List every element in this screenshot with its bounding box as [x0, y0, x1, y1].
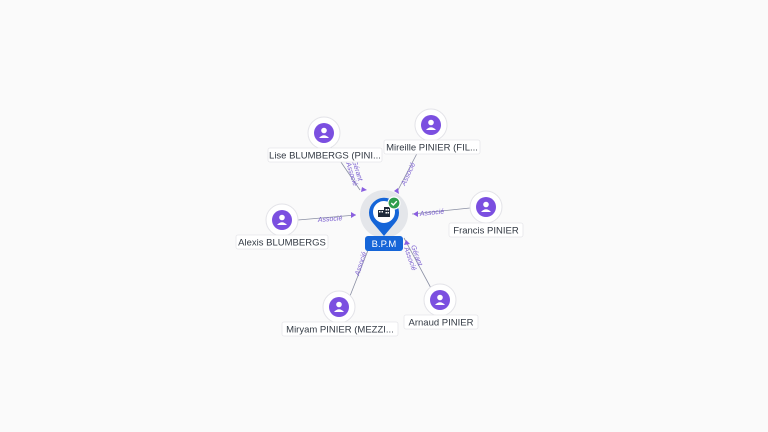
company-label: B.P.M [372, 239, 397, 250]
building-icon [378, 207, 390, 217]
person-node-alexis[interactable]: Alexis BLUMBERGS [235, 203, 329, 250]
person-name-francis: Francis PINIER [453, 226, 519, 237]
edge-label-alexis-role-1: Associé [317, 215, 343, 224]
edge-label-miryam-role-1: Associé [354, 251, 369, 278]
check-icon [387, 196, 401, 210]
arrow-alexis [351, 212, 356, 218]
arrow-arnaud [404, 240, 410, 245]
person-icon [435, 294, 445, 305]
edge-arnaud: Gérant Associé [402, 237, 433, 291]
person-icon [426, 119, 436, 130]
person-node-arnaud[interactable]: Arnaud PINIER [403, 283, 479, 330]
edge-label-francis-role-1: Associé [418, 208, 444, 218]
person-node-francis[interactable]: Francis PINIER [448, 190, 524, 238]
person-node-miryam[interactable]: Miryam PINIER (MEZZI... [281, 290, 399, 337]
person-name-alexis: Alexis BLUMBERGS [238, 238, 326, 249]
edge-francis: Associé [411, 207, 471, 218]
person-name-arnaud: Arnaud PINIER [409, 318, 474, 329]
person-node-lise[interactable]: Lise BLUMBERGS (PINI... [267, 116, 383, 163]
person-icon [277, 214, 287, 225]
person-icon [334, 301, 344, 312]
person-node-mireille[interactable]: Mireille PINIER (FIL... [383, 108, 481, 155]
company-node-bpm[interactable]: B.P.M [360, 190, 408, 251]
edge-alexis: Associé [297, 212, 357, 224]
arrow-francis [413, 211, 418, 217]
person-name-lise: Lise BLUMBERGS (PINI... [269, 151, 381, 162]
person-icon [481, 201, 491, 212]
person-icon [319, 127, 329, 138]
arrow-lise [361, 187, 367, 192]
company-label-box [365, 236, 403, 251]
person-name-miryam: Miryam PINIER (MEZZI... [286, 325, 394, 336]
person-name-mireille: Mireille PINIER (FIL... [386, 143, 478, 154]
arrow-mireille [394, 188, 399, 194]
edge-label-mireille-role-1: Associé [400, 162, 417, 188]
